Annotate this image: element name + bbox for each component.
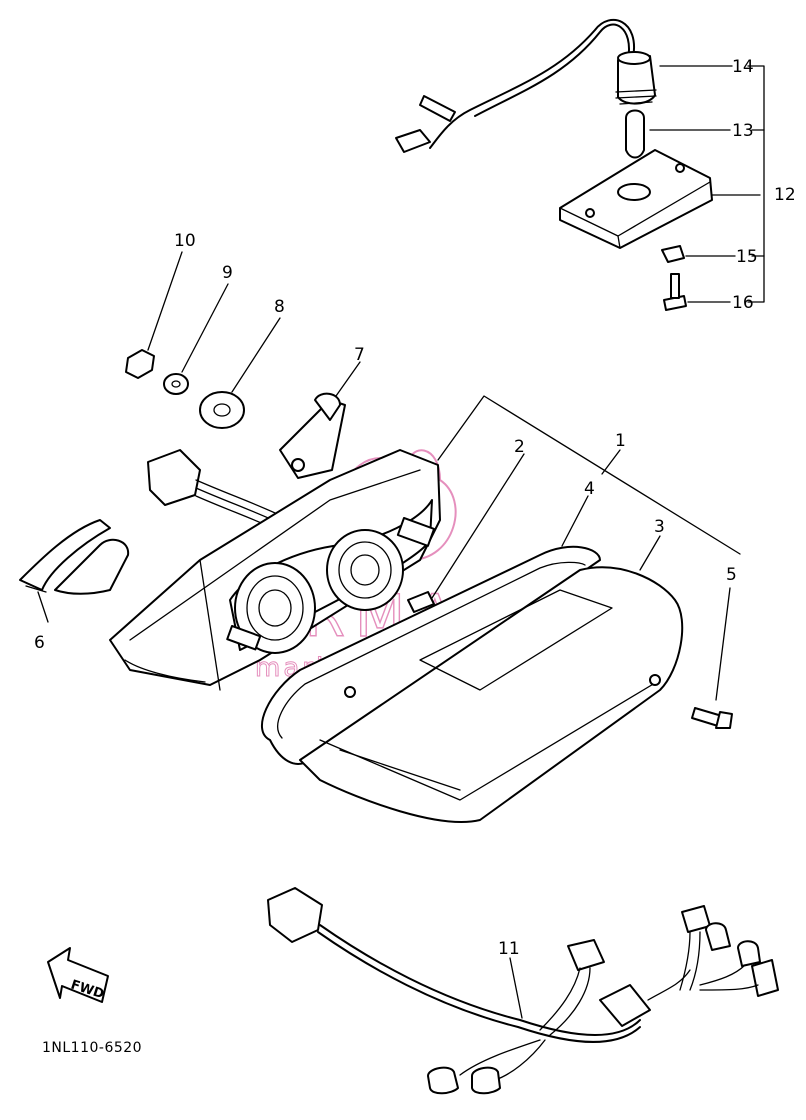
washer-9 bbox=[163, 373, 189, 395]
callout-1: 1 bbox=[615, 431, 626, 451]
callout-16: 16 bbox=[732, 293, 754, 313]
washer-8 bbox=[199, 391, 245, 429]
wire-harness-11 bbox=[267, 887, 779, 1095]
pad-6 bbox=[19, 519, 130, 595]
lamp-bulb bbox=[625, 109, 645, 159]
license-lamp-wire bbox=[395, 19, 636, 153]
lamp-bracket bbox=[559, 149, 713, 249]
callout-15: 15 bbox=[736, 247, 758, 267]
screw-16 bbox=[663, 273, 687, 311]
lens-gasket-4 bbox=[260, 545, 601, 765]
callout-3: 3 bbox=[654, 517, 665, 537]
screw-5 bbox=[691, 707, 733, 729]
nut-15 bbox=[661, 245, 685, 263]
nut-10 bbox=[125, 349, 155, 379]
screw-2 bbox=[407, 591, 435, 613]
callout-2: 2 bbox=[514, 437, 525, 457]
callouts: 1 2 3 4 5 6 7 8 9 10 11 12 13 14 15 16 bbox=[34, 57, 796, 959]
lamp-socket bbox=[615, 51, 657, 105]
callout-11: 11 bbox=[498, 939, 520, 959]
callout-7: 7 bbox=[354, 345, 365, 365]
callout-6: 6 bbox=[34, 633, 45, 653]
callout-10: 10 bbox=[174, 231, 196, 251]
callout-4: 4 bbox=[584, 479, 595, 499]
callout-8: 8 bbox=[274, 297, 285, 317]
fwd-arrow: FWD bbox=[47, 947, 109, 1003]
lamp-housing bbox=[109, 449, 441, 691]
callout-9: 9 bbox=[222, 263, 233, 283]
callout-5: 5 bbox=[726, 565, 737, 585]
callout-13: 13 bbox=[732, 121, 754, 141]
callout-12: 12 bbox=[774, 185, 796, 205]
bracket-7 bbox=[279, 392, 346, 479]
housing-connector bbox=[147, 449, 291, 537]
diagram-code: 1NL110-6520 bbox=[42, 1040, 142, 1056]
callout-14: 14 bbox=[732, 57, 754, 77]
lens-3 bbox=[299, 566, 684, 823]
leader-lines bbox=[37, 65, 765, 1019]
